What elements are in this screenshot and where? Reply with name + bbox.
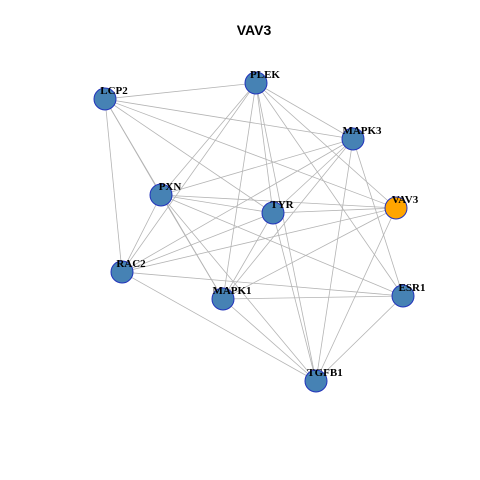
node-label-pxn: PXN — [159, 181, 182, 193]
node-mapk1 — [211, 287, 235, 311]
edge-mapk3-pxn — [160, 138, 354, 196]
edge-pxn-tyr — [160, 194, 274, 214]
edge-tyr-vav3 — [272, 207, 397, 214]
node-lcp2 — [93, 87, 117, 111]
node-esr1 — [391, 284, 415, 308]
edge-tyr-mapk1 — [222, 212, 274, 300]
edge-plek-pxn — [160, 82, 257, 196]
edge-pxn-rac2 — [121, 194, 162, 273]
edge-mapk1-esr1 — [222, 295, 404, 300]
node-label-vav3: VAV3 — [392, 194, 419, 206]
edge-tyr-tgfb1 — [272, 212, 317, 382]
edge-vav3-mapk1 — [222, 207, 397, 300]
edge-esr1-tgfb1 — [315, 295, 404, 382]
node-vav3 — [384, 196, 408, 220]
edge-lcp2-vav3 — [104, 98, 397, 209]
edge-rac2-esr1 — [121, 271, 404, 297]
edge-pxn-vav3 — [160, 194, 397, 209]
node-label-tyr: TYR — [270, 199, 294, 211]
edge-tyr-rac2 — [121, 212, 274, 273]
edge-plek-mapk3 — [255, 82, 354, 140]
edge-plek-tyr — [255, 82, 274, 214]
node-tgfb1 — [304, 369, 328, 393]
edge-mapk3-tgfb1 — [315, 138, 354, 382]
node-tyr — [261, 201, 285, 225]
node-layer — [93, 71, 415, 393]
edge-mapk3-mapk1 — [222, 138, 354, 300]
edge-plek-esr1 — [255, 82, 404, 297]
edge-plek-mapk1 — [222, 82, 257, 300]
edge-lcp2-tyr — [104, 98, 274, 214]
edge-plek-rac2 — [121, 82, 257, 273]
edge-plek-vav3 — [255, 82, 397, 209]
edge-mapk3-tyr — [272, 138, 354, 214]
edge-lcp2-rac2 — [104, 98, 123, 273]
node-label-lcp2: LCP2 — [100, 85, 128, 97]
node-pxn — [149, 183, 173, 207]
node-label-tgfb1: TGFB1 — [307, 367, 342, 379]
edge-lcp2-plek — [104, 82, 257, 100]
edge-plek-tgfb1 — [255, 82, 317, 382]
node-label-plek: PLEK — [250, 69, 280, 81]
node-label-rac2: RAC2 — [116, 258, 146, 270]
node-label-mapk3: MAPK3 — [342, 125, 382, 137]
edge-mapk3-rac2 — [121, 138, 354, 273]
edge-vav3-tgfb1 — [315, 207, 397, 382]
node-label-mapk1: MAPK1 — [212, 285, 251, 297]
edge-pxn-tgfb1 — [160, 194, 317, 382]
node-label-esr1: ESR1 — [399, 282, 426, 294]
node-mapk3 — [341, 127, 365, 151]
edge-rac2-tgfb1 — [121, 271, 317, 382]
node-plek — [244, 71, 268, 95]
edge-lcp2-mapk3 — [104, 98, 354, 140]
edge-pxn-mapk1 — [160, 194, 224, 300]
node-rac2 — [110, 260, 134, 284]
edge-vav3-rac2 — [121, 207, 397, 273]
graph-title: VAV3 — [237, 22, 272, 38]
edge-layer — [104, 82, 404, 382]
edge-mapk1-tgfb1 — [222, 298, 317, 382]
